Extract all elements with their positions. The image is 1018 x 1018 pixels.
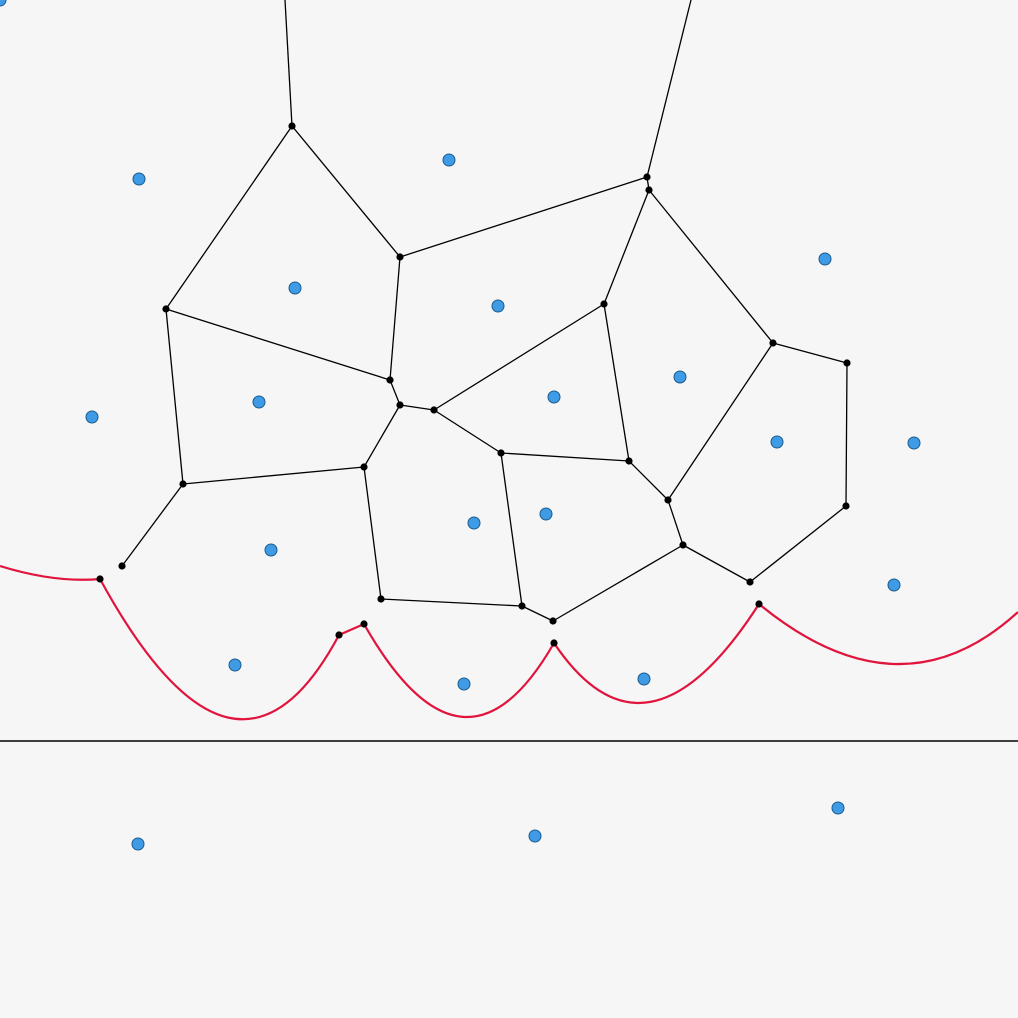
voronoi-edge [552,544,684,622]
site-point [228,658,242,672]
voronoi-vertex [162,305,170,313]
voronoi-edge [500,452,630,462]
voronoi-edge [363,466,382,600]
voronoi-vertex [179,480,187,488]
site-point [252,395,266,409]
voronoi-edge [121,483,184,567]
voronoi-vertex [377,595,385,603]
voronoi-vertex [843,359,851,367]
voronoi-vertex [335,631,343,639]
voronoi-edge [667,499,684,546]
site-point [907,436,921,450]
voronoi-edge [165,125,293,310]
voronoi-vertex [396,401,404,409]
site-point [491,299,505,313]
voronoi-vertex [842,502,850,510]
voronoi-edge [845,362,848,507]
voronoi-edge [628,460,669,501]
site-point [288,281,302,295]
voronoi-edge [182,466,365,485]
site-point [818,252,832,266]
pending-site-point [831,801,845,815]
voronoi-vertex [746,578,754,586]
pending-site-point [528,829,542,843]
voronoi-edge [363,404,401,468]
voronoi-vertex [518,602,526,610]
voronoi-vertex [550,639,558,647]
voronoi-vertex [645,186,653,194]
site-point [0,0,7,7]
voronoi-vertex [118,562,126,570]
voronoi-edges [121,0,848,622]
voronoi-vertex [769,339,777,347]
voronoi-edge [433,303,605,411]
voronoi-edge [165,308,391,381]
voronoi-vertex [360,463,368,471]
site-point [547,390,561,404]
site-point [539,507,553,521]
voronoi-vertex [497,449,505,457]
voronoi-vertex [288,122,296,130]
site-point [770,435,784,449]
voronoi-vertex [96,575,104,583]
voronoi-edge [521,605,554,622]
site-point [457,677,471,691]
voronoi-edge [646,0,692,178]
site-point [673,370,687,384]
site-point [442,153,456,167]
voronoi-vertex [679,541,687,549]
voronoi-vertex [664,496,672,504]
voronoi-edge [291,125,401,258]
voronoi-edge [772,342,848,364]
voronoi-edge [648,189,774,344]
voronoi-edge [500,452,523,607]
site-point [132,172,146,186]
voronoi-vertex [755,600,763,608]
site-point [85,410,99,424]
voronoi-vertex [396,253,404,261]
voronoi-edge [399,404,435,411]
voronoi-edge [749,505,847,583]
beach-line [0,564,1018,721]
pending-site-point [131,837,145,851]
voronoi-edge [667,342,774,501]
voronoi-edge [682,544,751,583]
voronoi-edge [380,598,523,607]
site-point [467,516,481,530]
voronoi-vertex [643,173,651,181]
site-point [887,578,901,592]
voronoi-vertex [360,620,368,628]
voronoi-vertex [600,300,608,308]
voronoi-edge [389,379,401,406]
voronoi-edge [433,409,502,454]
site-point [264,543,278,557]
voronoi-vertices [96,122,851,647]
voronoi-vertex [386,376,394,384]
voronoi-sites [0,0,921,851]
voronoi-edge [165,308,184,485]
voronoi-vertex [625,457,633,465]
voronoi-edge [603,189,650,305]
voronoi-edge [284,0,293,127]
voronoi-edge [389,256,401,381]
voronoi-vertex [430,406,438,414]
site-point [637,672,651,686]
voronoi-edge [603,303,630,462]
voronoi-edge [399,176,648,258]
voronoi-vertex [549,617,557,625]
